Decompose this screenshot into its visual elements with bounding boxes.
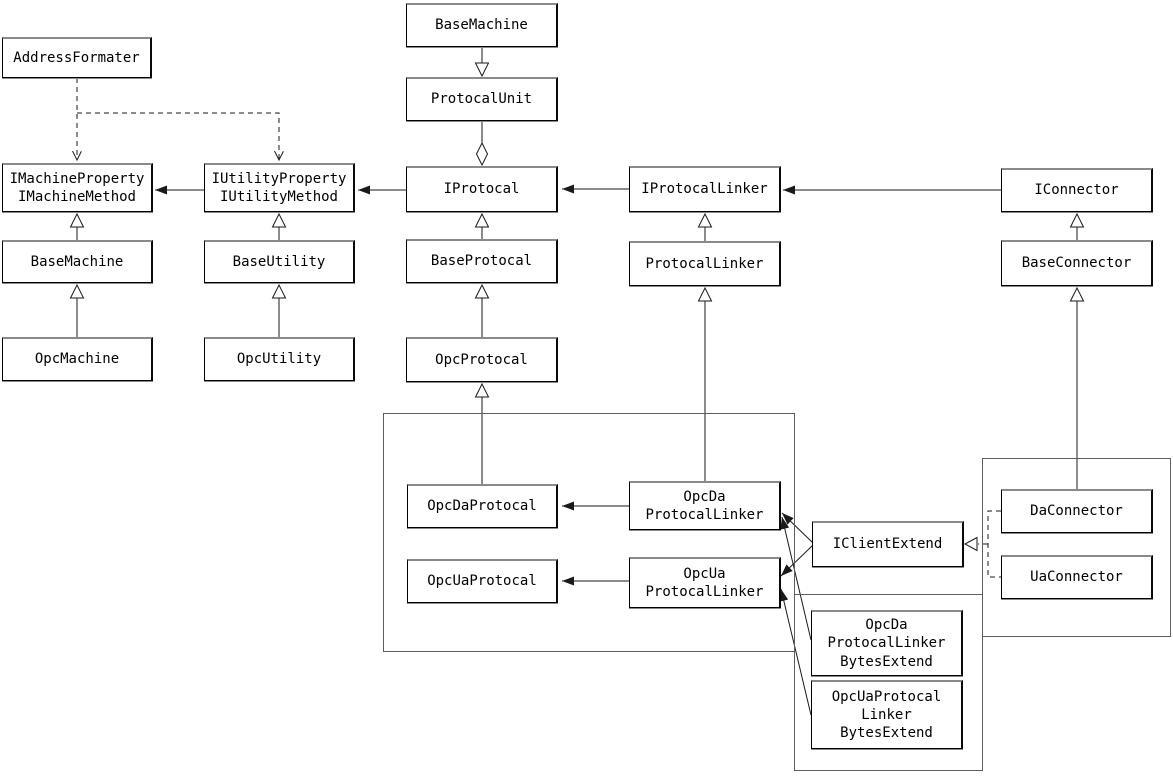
class-label: IProtocal [443, 181, 520, 198]
class-box-opc-machine: OpcMachine [2, 337, 153, 381]
class-box-da-connector: DaConnector [1001, 489, 1153, 533]
class-box-iprotocal-linker: IProtocalLinker [629, 166, 781, 212]
class-box-iprotocal: IProtocal [406, 166, 558, 212]
generalization-arrow-basemachine-left [69, 283, 85, 299]
edge-assoc-iclientextend-opcualinker [780, 544, 814, 577]
class-label: AddressFormater [13, 49, 140, 66]
class-label: OpcProtocal [435, 351, 528, 368]
class-label: ProtocalLinker [645, 255, 764, 272]
class-label: BaseProtocal [430, 253, 533, 270]
generalization-arrow-baseutility [271, 283, 287, 299]
class-box-iutility-interface: IUtilityProperty IUtilityMethod [204, 163, 355, 212]
group-box-bytes-extend [794, 594, 983, 771]
class-label: BaseMachine [435, 17, 528, 34]
class-label: UaConnector [1030, 569, 1123, 586]
class-box-opc-ua-protocal-linker-bytes-extend: OpcUaProtocal Linker BytesExtend [811, 680, 963, 749]
class-label: ProtocalUnit [430, 91, 533, 108]
class-box-address-formater: AddressFormater [2, 37, 152, 78]
class-label-line: OpcUa [683, 565, 726, 582]
class-label: OpcDaProtocal [427, 498, 537, 515]
generalization-arrow-iprotocallinker [697, 212, 713, 228]
class-label: OpcUtility [236, 351, 322, 368]
class-label: IProtocalLinker [641, 181, 768, 198]
class-label-line: ProtocalLinker [827, 635, 946, 652]
class-label-line: IMachineMethod [17, 189, 136, 205]
class-box-base-machine-top: BaseMachine [406, 3, 558, 47]
class-label-line: Linker [861, 706, 912, 723]
class-label: IConnector [1034, 182, 1119, 199]
class-label-line: BytesExtend [840, 725, 933, 742]
class-label: BaseConnector [1021, 255, 1132, 272]
realization-arrow-iclientextend [963, 536, 978, 552]
class-label-line: IUtilityMethod [219, 189, 338, 205]
class-label-line: OpcDa [865, 617, 908, 634]
class-label: DaConnector [1030, 503, 1123, 520]
class-box-opc-protocal: OpcProtocal [406, 337, 558, 382]
class-box-base-utility: BaseUtility [204, 240, 355, 283]
class-label-line: ProtocalLinker [645, 507, 764, 523]
class-box-opc-da-protocal: OpcDaProtocal [407, 484, 558, 528]
class-label: OpcMachine [34, 351, 120, 368]
class-box-opc-ua-protocal-linker: OpcUa ProtocalLinker [629, 557, 781, 608]
class-box-base-protocal: BaseProtocal [406, 239, 558, 283]
generalization-arrow-opcprotocal [474, 382, 490, 398]
generalization-arrow-protocalunit [474, 62, 490, 78]
group-box-opc-protocal-linker [383, 413, 795, 652]
generalization-arrow-imachine [69, 212, 85, 228]
generalization-arrow-iprotocal [474, 212, 490, 228]
generalization-arrow-protocallinker [697, 286, 713, 302]
class-box-iconnector: IConnector [1001, 168, 1153, 212]
class-label-line: ProtocalLinker [645, 584, 764, 600]
generalization-arrow-iutility [271, 212, 287, 228]
generalization-arrow-iconnector [1069, 212, 1085, 228]
class-box-opc-da-protocal-linker: OpcDa ProtocalLinker [629, 481, 781, 530]
edge-assoc-opcuabytes-opcualinker [779, 588, 812, 716]
class-label: OpcUaProtocal [427, 573, 537, 590]
edge-assoc-opcdabytes-opcdalinker [780, 516, 812, 641]
class-box-opc-ua-protocal: OpcUaProtocal [407, 559, 558, 603]
class-box-base-connector: BaseConnector [1001, 240, 1153, 286]
class-box-ua-connector: UaConnector [1001, 555, 1153, 599]
class-box-protocal-linker: ProtocalLinker [629, 241, 781, 286]
class-label: BaseUtility [232, 253, 326, 270]
edge-dependency-addressformater-iutility [77, 112, 279, 160]
class-label: BaseMachine [30, 253, 124, 270]
class-box-protocal-unit: ProtocalUnit [406, 77, 558, 121]
class-label-line: OpcUaProtocal [831, 688, 942, 705]
class-box-base-machine-left: BaseMachine [2, 240, 153, 283]
aggregation-diamond-iprotocal [475, 141, 489, 167]
class-label-line: BytesExtend [840, 653, 933, 670]
class-box-opc-utility: OpcUtility [204, 337, 355, 381]
class-label-line: IMachineProperty [9, 170, 145, 187]
class-box-imachine-interface: IMachineProperty IMachineMethod [2, 163, 153, 212]
class-box-opc-da-protocal-linker-bytes-extend: OpcDa ProtocalLinker BytesExtend [811, 610, 963, 676]
class-label: IClientExtend [832, 536, 943, 553]
class-label-line: OpcDa [683, 488, 726, 505]
class-label-line: IUtilityProperty [211, 170, 347, 187]
class-box-iclient-extend: IClientExtend [812, 521, 964, 567]
generalization-arrow-baseprotocal [474, 283, 490, 299]
generalization-arrow-baseconnector [1069, 286, 1085, 302]
group-box-connectors [982, 458, 1171, 637]
